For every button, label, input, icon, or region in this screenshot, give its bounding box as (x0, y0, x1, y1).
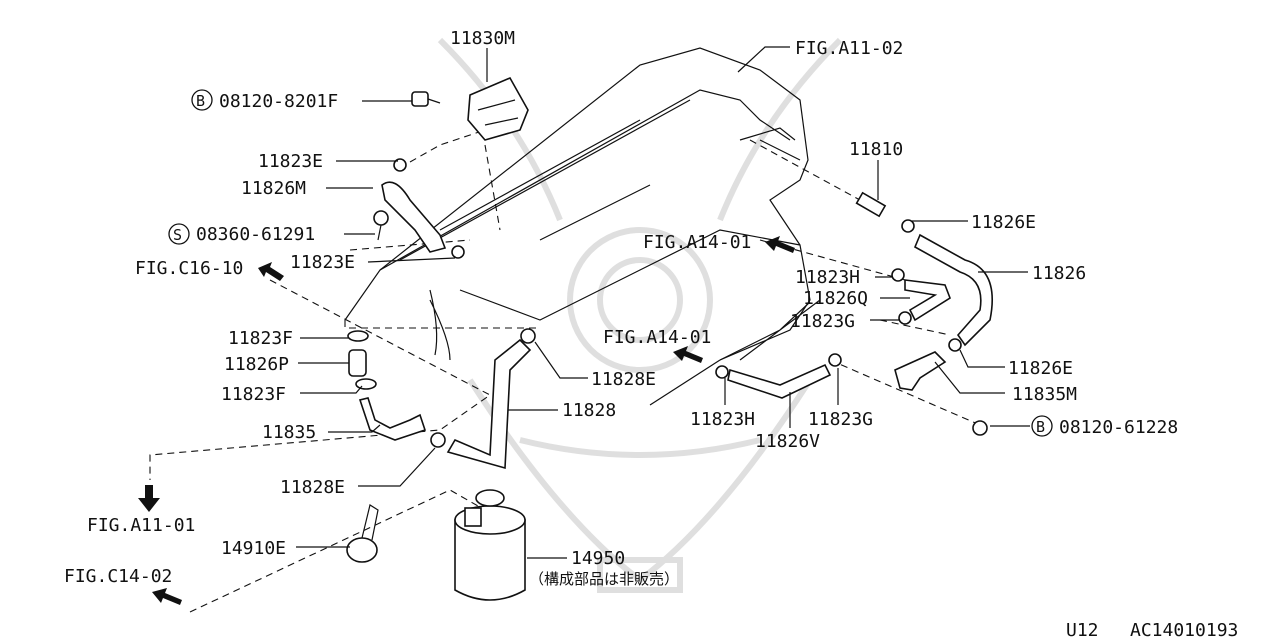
clip-11826E-upper[interactable] (901, 219, 915, 233)
label-14950: 14950 (571, 548, 625, 569)
label-08360-61291: 08360-61291 (196, 224, 315, 245)
bolt1-mark: B (196, 92, 205, 110)
part-14950-canister[interactable] (454, 489, 526, 601)
part-11826P-hose[interactable] (348, 349, 367, 377)
label-14950-note: （構成部品は非販売） (529, 570, 679, 588)
label-11828E-lower: 11828E (280, 477, 345, 498)
bolt-marker-circle-2 (1031, 415, 1053, 437)
label-11826P: 11826P (224, 354, 289, 375)
part-labels: 11830M FIG.A11-02 B 08120-8201F 11823E 1… (64, 28, 1238, 638)
label-11826E-lower: 11826E (1008, 358, 1073, 379)
label-11823G-lower: 11823G (808, 409, 873, 430)
label-11823H-lower: 11823H (690, 409, 755, 430)
part-bolt-08120-8201F[interactable] (411, 91, 441, 107)
cylinder-head-outline (344, 47, 811, 406)
part-14910E-clamp[interactable] (346, 504, 379, 563)
label-11823E-upper: 11823E (258, 151, 323, 172)
label-11823G-upper: 11823G (790, 311, 855, 332)
arrow-figC1610[interactable] (258, 262, 284, 281)
footer-model: U12 (1066, 620, 1099, 638)
clip-11823F-upper[interactable] (347, 330, 369, 342)
label-11826: 11826 (1032, 263, 1086, 284)
label-11826E-upper: 11826E (971, 212, 1036, 233)
part-screw-08360-61291[interactable] (373, 210, 389, 241)
label-08120-8201F: 08120-8201F (219, 91, 338, 112)
clip-11823E-lower[interactable] (451, 245, 465, 259)
label-11810: 11810 (849, 139, 903, 160)
label-11823E-lower: 11823E (290, 252, 355, 273)
label-11823F-upper: 11823F (228, 328, 293, 349)
label-figC1402: FIG.C14-02 (64, 566, 172, 587)
part-11826Q-hose[interactable] (904, 279, 951, 322)
arrow-figA1401-2[interactable] (673, 346, 703, 363)
label-11835: 11835 (262, 422, 316, 443)
label-figC1610: FIG.C16-10 (135, 258, 243, 279)
label-figA1401-1: FIG.A14-01 (643, 232, 751, 253)
clip-11823G-upper[interactable] (898, 311, 912, 325)
part-11835-pipe[interactable] (358, 397, 427, 441)
label-11826M: 11826M (241, 178, 306, 199)
clip-11828E-lower[interactable] (430, 432, 446, 448)
clip-11826E-lower[interactable] (948, 338, 962, 352)
part-11828-hose[interactable] (446, 338, 532, 470)
leader-lines (296, 46, 1030, 559)
label-08120-61228: 08120-61228 (1059, 417, 1178, 438)
label-figA1102: FIG.A11-02 (795, 38, 903, 59)
arrow-figC1402[interactable] (152, 588, 182, 605)
part-11830M-bracket[interactable] (467, 76, 529, 141)
bolt2-mark: B (1036, 418, 1045, 436)
arrow-figA1101[interactable] (138, 485, 160, 512)
label-14910E: 14910E (221, 538, 286, 559)
screw-marker-circle (168, 223, 190, 245)
footer-code: AC14010193 (1130, 620, 1238, 638)
label-11826V: 11826V (755, 431, 820, 452)
clip-11823F-lower[interactable] (355, 378, 377, 390)
clip-11823H-upper[interactable] (891, 268, 905, 282)
part-11826M-hose[interactable] (381, 181, 447, 253)
label-11830M: 11830M (450, 28, 515, 49)
label-figA1401-2: FIG.A14-01 (603, 327, 711, 348)
label-11828: 11828 (562, 400, 616, 421)
label-11826Q: 11826Q (803, 288, 868, 309)
screw-mark: S (173, 226, 182, 244)
part-11826-hose[interactable] (913, 233, 994, 347)
label-11835M: 11835M (1012, 384, 1077, 405)
bolt-marker-circle-1 (191, 89, 213, 111)
part-11826V-hose[interactable] (727, 363, 832, 399)
clip-11823E-upper[interactable] (393, 158, 407, 172)
part-11835M-bracket[interactable] (894, 351, 947, 391)
label-11823F-lower: 11823F (221, 384, 286, 405)
clip-11823G-lower[interactable] (828, 353, 842, 367)
arrow-figA1401-1[interactable] (765, 236, 795, 253)
label-11828E-upper: 11828E (591, 369, 656, 390)
part-bolt-08120-61228[interactable] (972, 420, 988, 436)
label-11823H-upper: 11823H (795, 267, 860, 288)
part-11810-valve[interactable] (855, 191, 887, 218)
clip-11823H-lower[interactable] (715, 365, 729, 379)
clip-11828E-upper[interactable] (520, 328, 536, 344)
label-figA1101: FIG.A11-01 (87, 515, 195, 536)
